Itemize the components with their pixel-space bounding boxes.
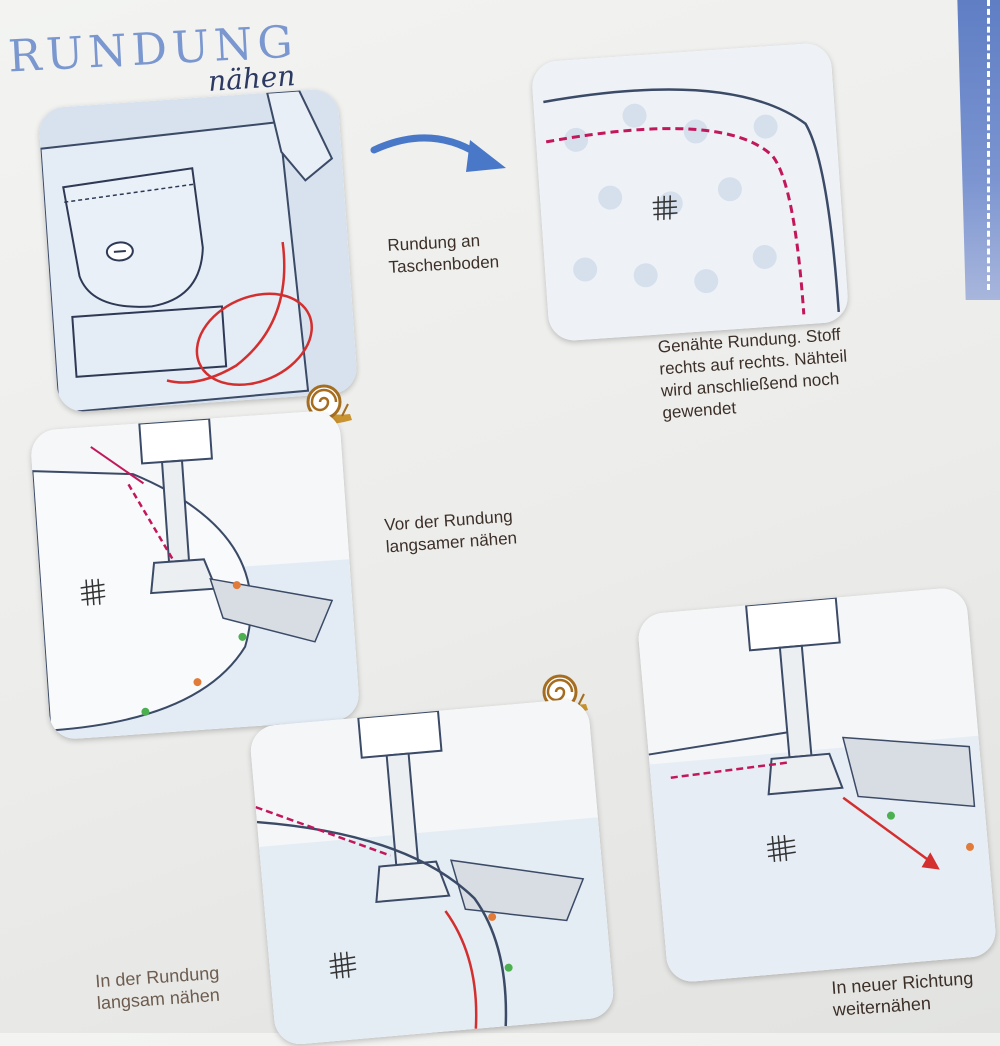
caption-step4: In der Rundung langsam nähen bbox=[94, 962, 221, 1014]
arrow-icon bbox=[370, 134, 506, 172]
illustration-in-curve bbox=[248, 697, 616, 1046]
fabric-grain-icon bbox=[80, 578, 106, 606]
illustration-shirt-pocket bbox=[37, 87, 359, 414]
caption-step2: Genähte Rundung. Stoff rechts auf rechts… bbox=[657, 324, 848, 423]
caption-step5: In neuer Richtung weiternähen bbox=[830, 968, 974, 1020]
illustration-new-direction bbox=[636, 586, 998, 984]
illustration-before-curve bbox=[29, 409, 361, 741]
fabric-grain-icon bbox=[329, 951, 357, 979]
caption-step3: Vor der Rundung langsamer nähen bbox=[383, 506, 518, 557]
fabric-grain-icon bbox=[652, 195, 678, 221]
illustration-sewn-curve bbox=[530, 41, 850, 343]
decorative-side-stripe bbox=[957, 0, 1000, 300]
fabric-grain-icon bbox=[766, 834, 796, 863]
decorative-stitch-line bbox=[987, 0, 990, 290]
caption-step1: Rundung an Taschenboden bbox=[386, 231, 500, 277]
page-title: RUNDUNG nähen bbox=[7, 16, 299, 98]
